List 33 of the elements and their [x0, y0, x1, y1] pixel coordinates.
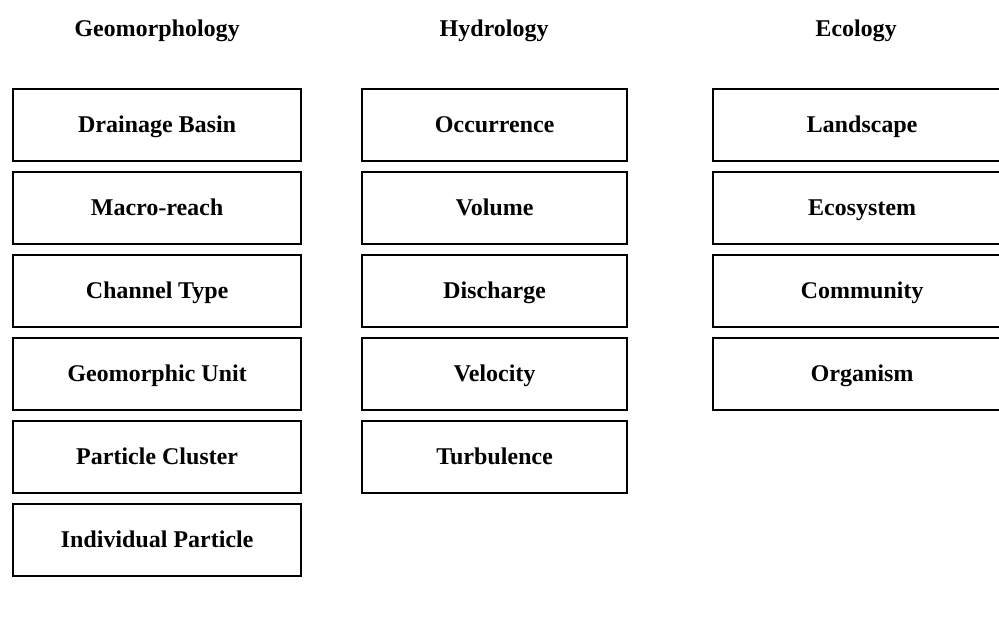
level-box: [712, 171, 999, 245]
level-name: Occurrence: [434, 112, 554, 138]
level-name: Turbulence: [436, 444, 553, 470]
level-box: [12, 503, 302, 577]
level-box: [12, 254, 302, 328]
level-box: [12, 171, 302, 245]
column-heading: Ecology: [814, 16, 898, 43]
level-name: Landscape: [806, 112, 918, 138]
level-name: Community: [800, 278, 924, 304]
level-name: Ecosystem: [808, 194, 916, 222]
column-heading: Geomorphology: [73, 16, 241, 43]
level-name: Geomorphic Unit: [67, 360, 247, 388]
level-box: [712, 254, 999, 328]
level-name: Macro-reach: [90, 194, 224, 222]
level-name: Volume: [456, 194, 534, 222]
level-box: [12, 88, 302, 162]
level-box: [712, 337, 999, 411]
level-name: Individual Particle: [60, 526, 254, 554]
level-name: Organism: [810, 360, 914, 388]
level-box: [361, 88, 628, 162]
level-box: [361, 254, 628, 328]
level-name: Particle Cluster: [76, 444, 238, 470]
level-name: Channel Type: [86, 278, 228, 304]
level-box: [361, 420, 628, 494]
level-name: Drainage Basin: [78, 112, 236, 138]
level-box: [712, 88, 999, 162]
column-heading: Hydrology: [438, 16, 550, 43]
level-box: [361, 337, 628, 411]
level-box: [12, 337, 302, 411]
level-box: [361, 171, 628, 245]
level-box: [12, 420, 302, 494]
level-name: Discharge: [443, 278, 546, 304]
level-name: Velocity: [454, 360, 536, 388]
